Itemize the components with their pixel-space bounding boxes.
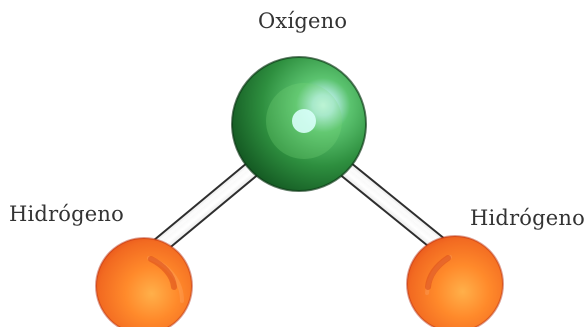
bond-left <box>148 161 260 257</box>
hydrogen-right-label: Hidrógeno <box>470 206 585 230</box>
bond-right <box>338 161 451 256</box>
hydrogen-atom-left <box>95 237 193 327</box>
hydrogen-left-label: Hidrógeno <box>9 202 124 226</box>
oxygen-label: Oxígeno <box>258 9 348 33</box>
oxygen-atom <box>231 56 367 192</box>
hydrogen-atom-right <box>406 235 504 327</box>
